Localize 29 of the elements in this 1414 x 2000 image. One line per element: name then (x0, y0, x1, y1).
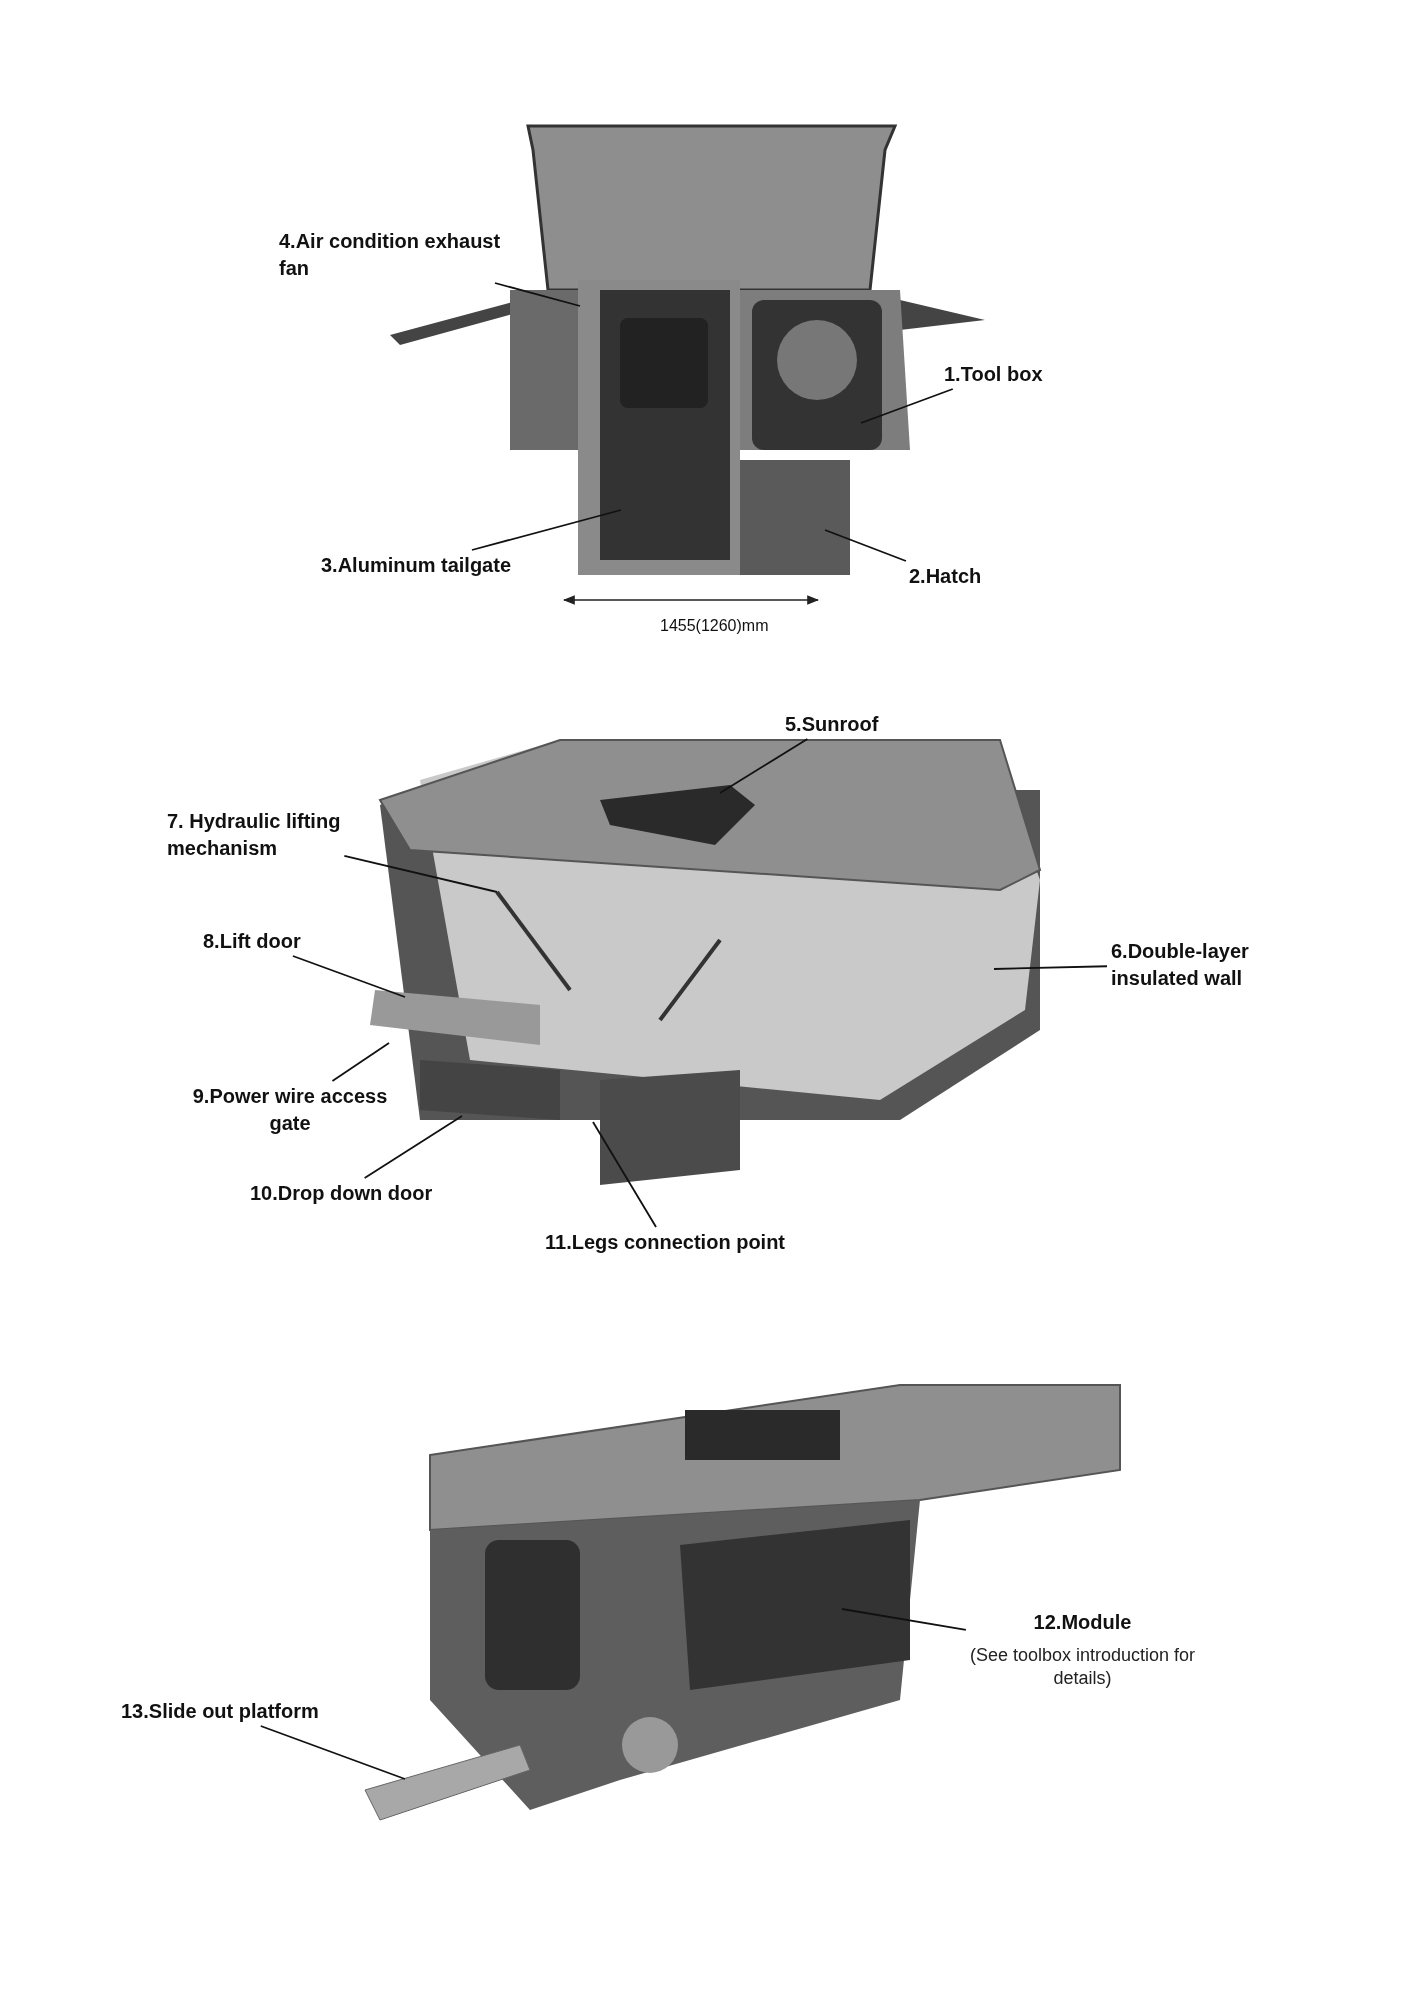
leader-line (331, 1042, 390, 1082)
leader-line (363, 1115, 463, 1179)
leader-line (993, 965, 1108, 970)
note-text: (See toolbox introduction for details) (968, 1644, 1197, 1690)
platform-drawing (364, 1744, 531, 1821)
leader-line (259, 1725, 406, 1780)
callout-label: 4.Air condition exhaust fan (279, 229, 502, 281)
leader-line (471, 509, 622, 551)
leader-line (841, 1608, 967, 1631)
leader-line (494, 282, 581, 307)
callout-label: 6.Double-layer insulated wall (1111, 939, 1250, 991)
callout-label: 12.Module (1032, 1610, 1133, 1635)
leader-line (343, 855, 498, 893)
callout-label: 10.Drop down door (250, 1181, 434, 1206)
leader-line (719, 738, 809, 794)
dimension-label: 1455(1260)mm (660, 617, 769, 635)
leader-line (292, 955, 406, 998)
callout-label: 9.Power wire access gate (191, 1084, 389, 1136)
leader-line (592, 1121, 657, 1228)
callout-label: 11.Legs connection point (545, 1230, 787, 1255)
callout-label: 1.Tool box (944, 362, 1044, 387)
leader-line (860, 388, 954, 424)
callout-label: 3.Aluminum tailgate (321, 553, 513, 578)
callout-label: 5.Sunroof (785, 712, 880, 737)
callout-label: 13.Slide out platform (121, 1699, 320, 1724)
callout-label: 8.Lift door (203, 929, 302, 954)
leader-line (824, 529, 907, 562)
callout-label: 7. Hydraulic lifting mechanism (167, 809, 342, 861)
callout-label: 2.Hatch (909, 564, 983, 589)
